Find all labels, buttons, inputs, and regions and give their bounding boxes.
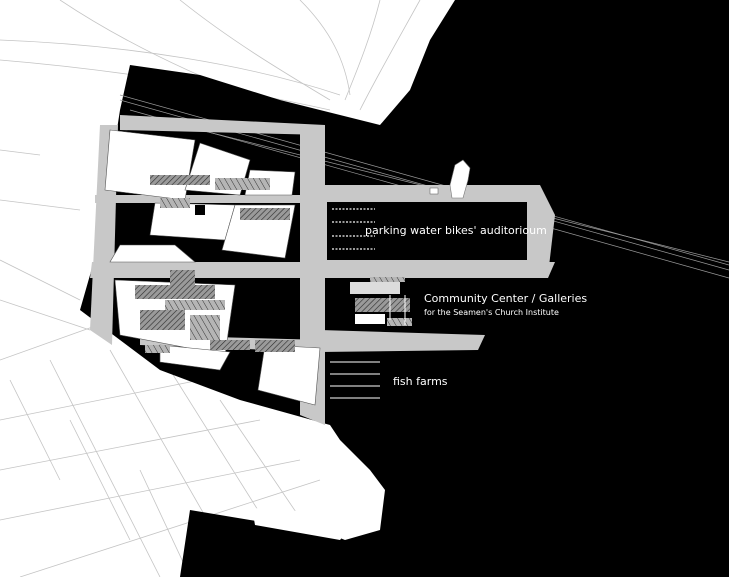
church-building [449, 159, 471, 199]
label-fish-farms: fish farms [393, 375, 448, 388]
hatched-buildings [135, 175, 295, 353]
kiosk [429, 187, 439, 195]
parking-block [327, 202, 527, 260]
label-community-center-sub: for the Seamen's Church Institute [424, 308, 559, 317]
label-community-center: Community Center / Galleries [424, 292, 587, 305]
label-parking: parking water bikes' auditorioum [365, 224, 547, 237]
fish-farm-pools [330, 361, 380, 399]
parking-stripes [332, 208, 375, 250]
city-street-lines [0, 0, 421, 577]
community-center-structures [350, 277, 412, 326]
small-pier [252, 508, 360, 540]
